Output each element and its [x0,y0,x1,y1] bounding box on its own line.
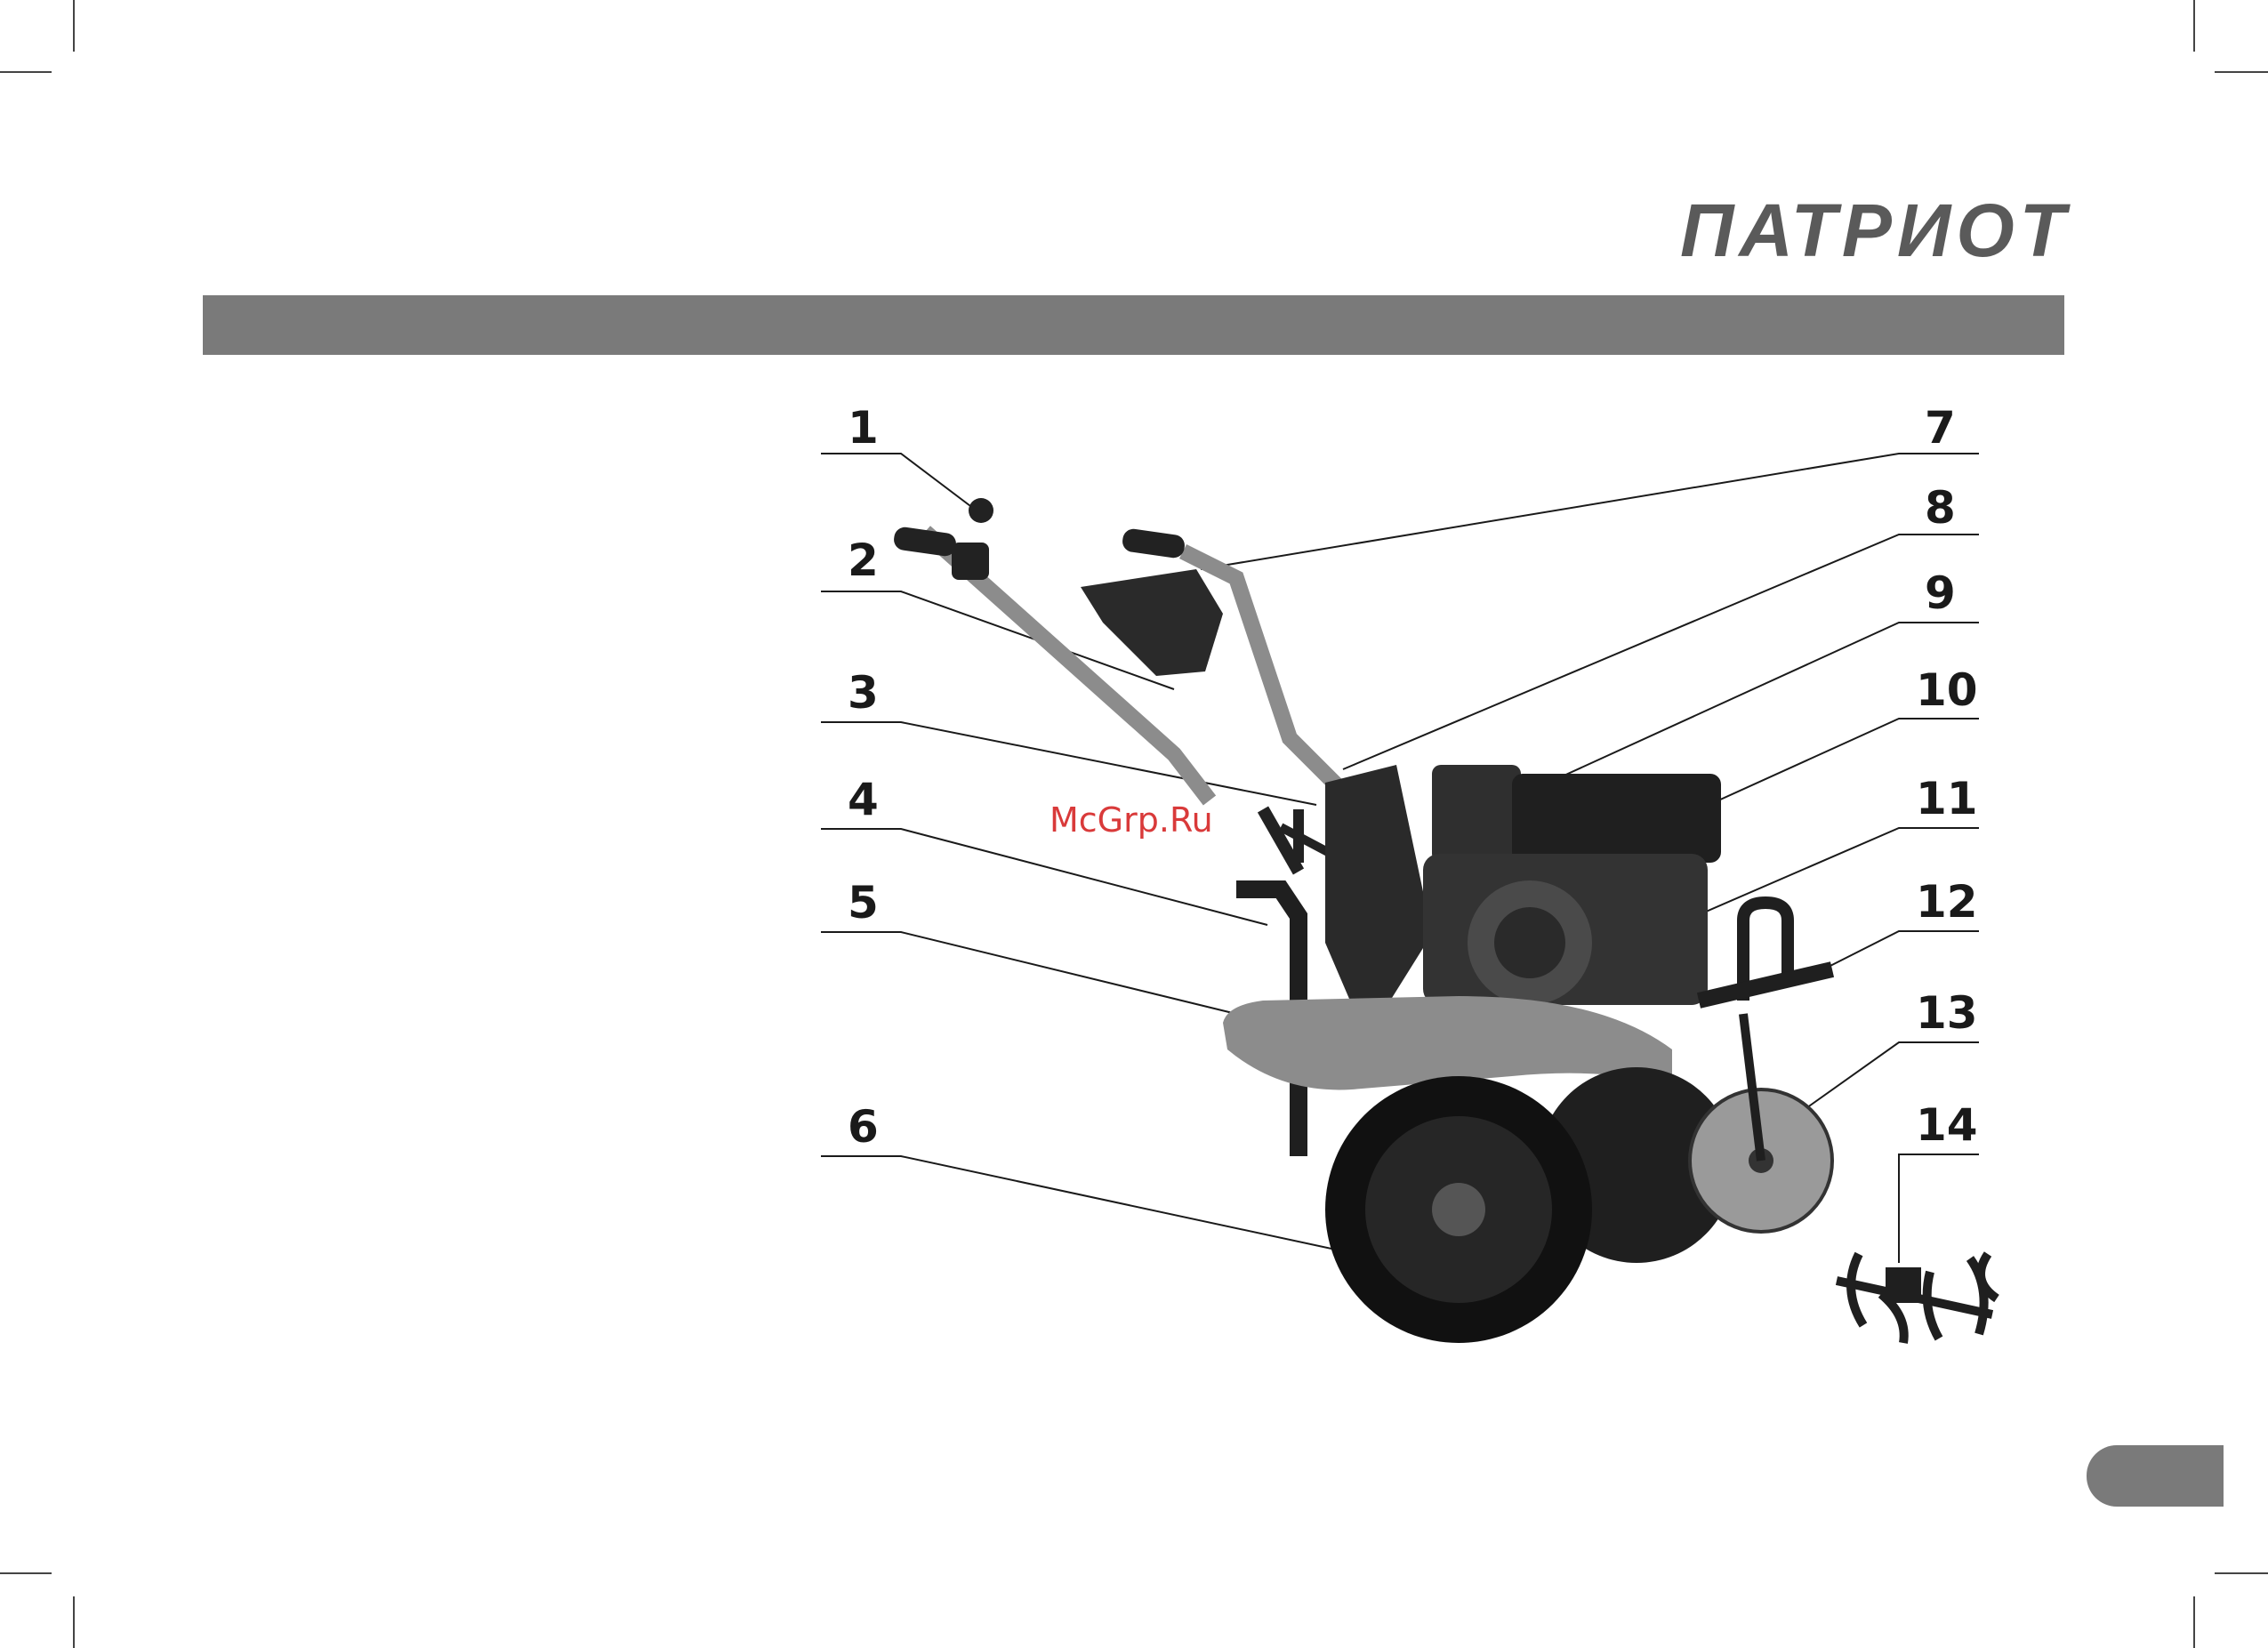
callout-5: 5 [848,878,879,928]
page-tab [2087,1445,2224,1507]
transmission [1325,765,1432,1005]
callout-12: 12 [1916,877,1978,927]
callout-1: 1 [848,403,879,453]
wheel-main [1325,1076,1592,1343]
callout-10: 10 [1916,665,1978,715]
callout-8: 8 [1925,483,1956,533]
callout-3: 3 [848,668,879,718]
support-wheel [1690,1014,1832,1232]
callout-2: 2 [848,535,879,585]
callout-7: 7 [1925,403,1956,453]
callout-4: 4 [848,775,879,824]
tiller-cutter [1837,1254,1997,1343]
front-bar [1699,969,1832,1001]
callout-14: 14 [1916,1100,1978,1150]
callout-13: 13 [1916,988,1978,1038]
engine [1423,765,1721,1005]
callout-11: 11 [1916,774,1978,824]
callout-9: 9 [1925,568,1956,618]
callout-6: 6 [848,1102,879,1152]
watermark: McGrp.Ru [1050,800,1213,840]
